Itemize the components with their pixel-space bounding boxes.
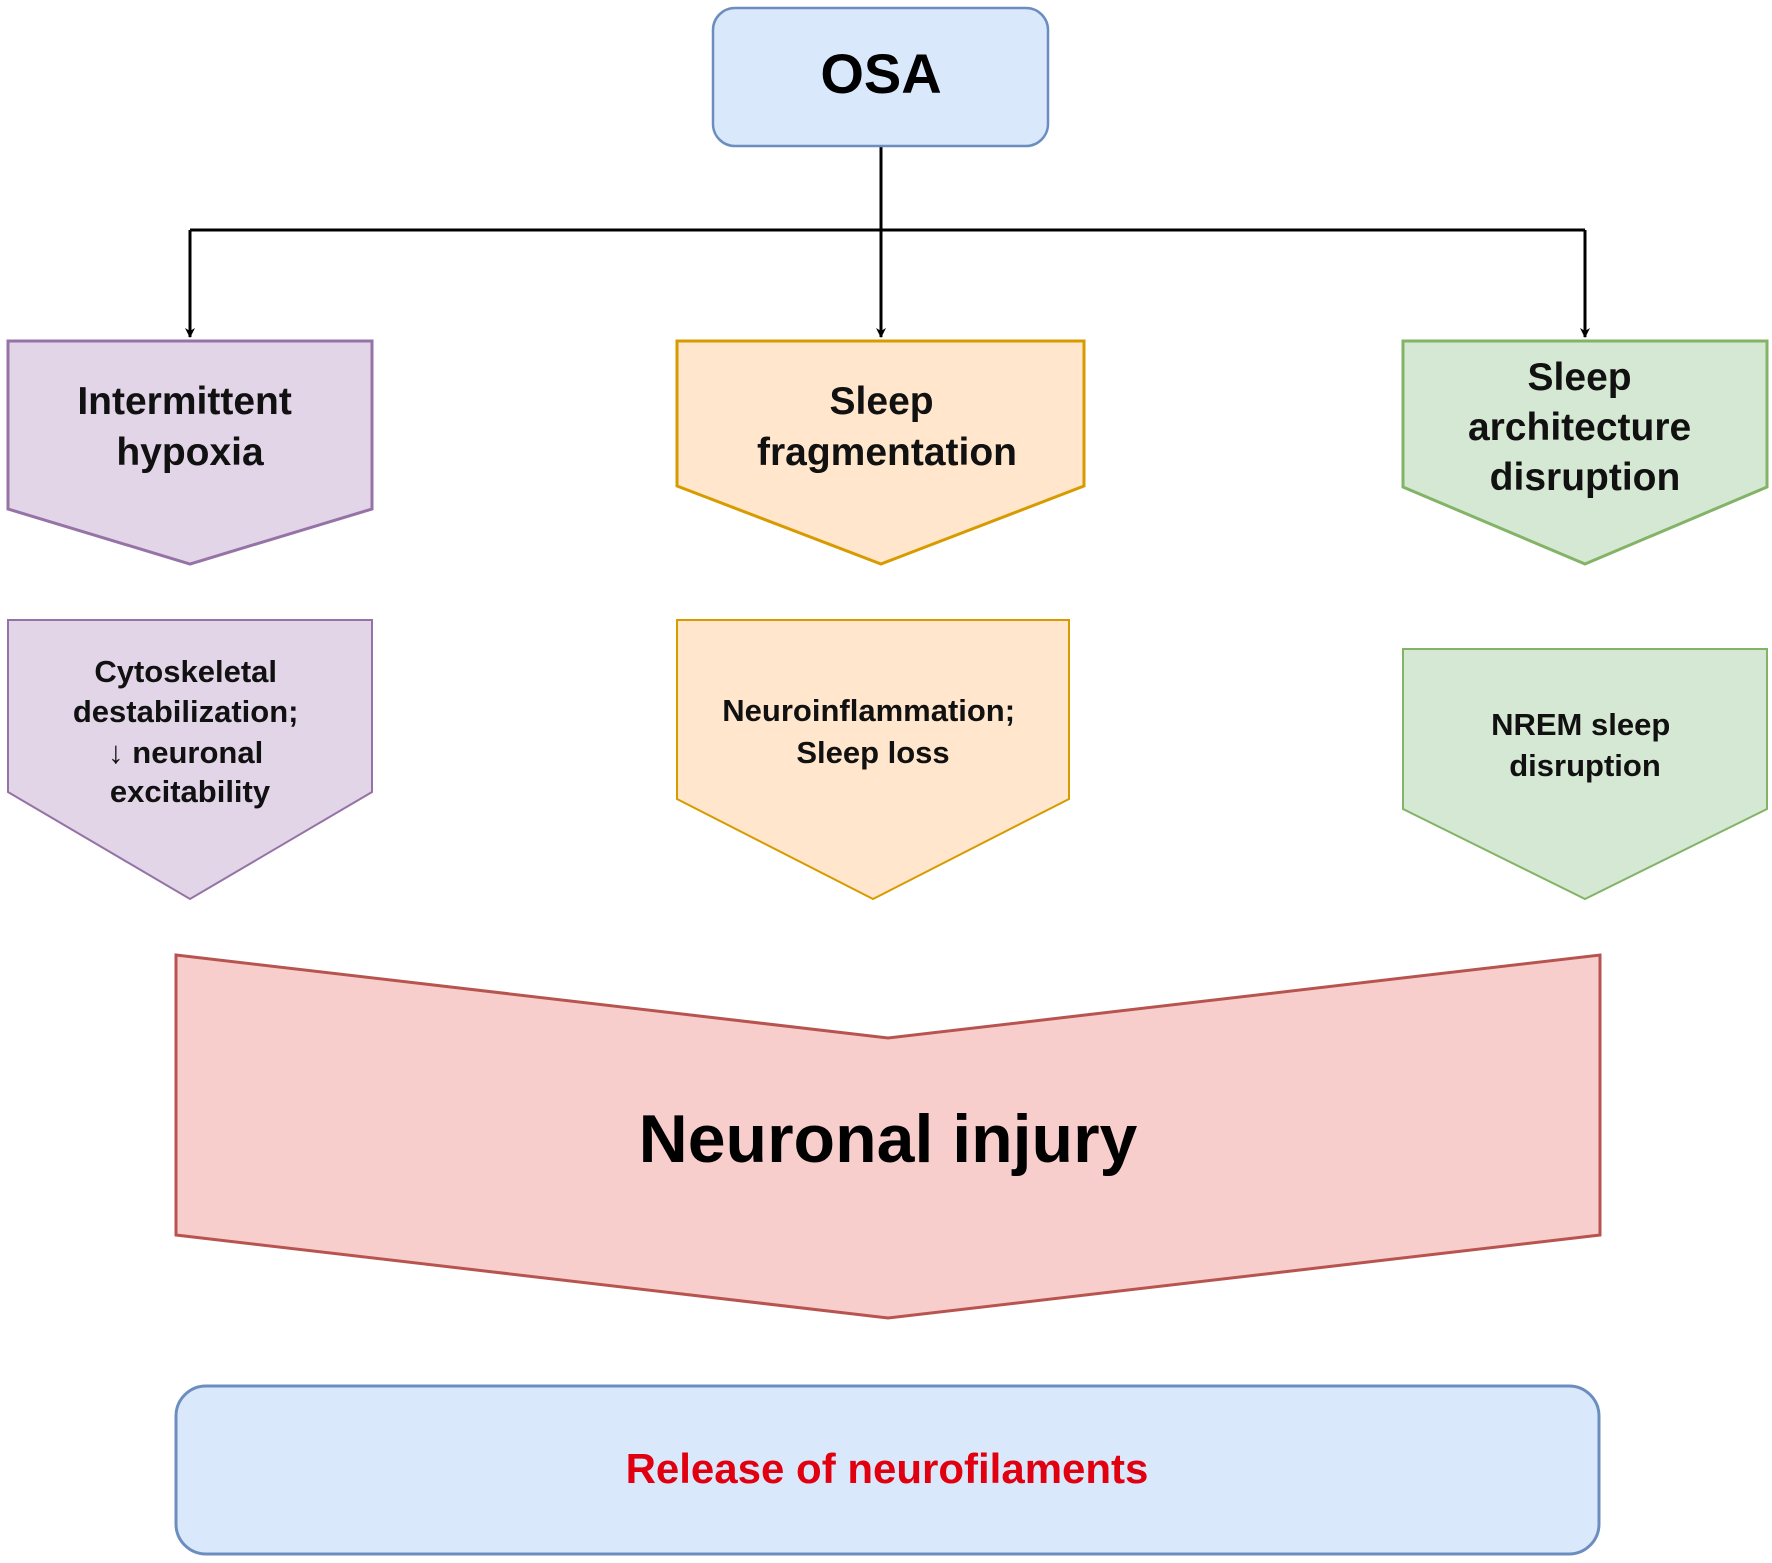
cause-intermittent-hypoxia: Intermittent hypoxia (6, 339, 374, 566)
effect-label-line: Sleep loss (796, 735, 949, 770)
effect-sleep-architecture-disruption: NREM sleep disruption (1402, 648, 1768, 901)
cause-label-line: hypoxia (116, 431, 264, 474)
cause-shape (1401, 339, 1769, 566)
outcome-box (174, 1384, 1601, 1556)
cause-sleep-architecture-disruption: Sleep architecture disruption (1401, 339, 1769, 566)
effect-label-line: NREM sleep (1491, 707, 1670, 742)
root-label: OSA (820, 42, 941, 105)
injury-chevron-shape (174, 953, 1602, 1320)
cause-label: Sleep fragmentation (757, 380, 1017, 474)
cause-label-line: architecture (1468, 406, 1691, 449)
cause-label-line: Sleep (1528, 356, 1632, 399)
effect-label-line: Cytoskeletal (94, 654, 277, 689)
effect-intermittent-hypoxia: Cytoskeletal destabilization; ↓ neuronal… (7, 619, 373, 901)
effect-shape (1402, 648, 1768, 901)
cause-shape (675, 339, 1086, 566)
outcome-node: Release of neurofilaments (174, 1384, 1601, 1556)
effect-label: Neuroinflammation; Sleep loss (722, 693, 1023, 770)
connectors (185, 146, 1590, 338)
cause-label: Intermittent hypoxia (77, 380, 302, 474)
outcome-label: Release of neurofilaments (626, 1445, 1149, 1492)
effect-label-line: Neuroinflammation; (722, 693, 1015, 728)
cause-label-line: Sleep (830, 380, 934, 423)
effect-shape (676, 619, 1070, 901)
root-box (711, 6, 1050, 148)
effect-label: NREM sleep disruption (1491, 707, 1679, 783)
effect-label-line: ↓ neuronal (108, 735, 263, 770)
effect-label: Cytoskeletal destabilization; ↓ neuronal… (73, 654, 307, 809)
cause-sleep-fragmentation: Sleep fragmentation (675, 339, 1086, 566)
cause-label-line: disruption (1490, 456, 1681, 499)
effect-label-line: excitability (110, 774, 271, 809)
injury-node: Neuronal injury (174, 953, 1602, 1320)
effect-shape (7, 619, 373, 901)
cause-shape (6, 339, 374, 566)
root-node: OSA (711, 6, 1050, 148)
effect-label-line: destabilization; (73, 694, 299, 729)
effect-sleep-fragmentation: Neuroinflammation; Sleep loss (676, 619, 1070, 901)
cause-label: Sleep architecture disruption (1468, 356, 1702, 499)
cause-label-line: fragmentation (757, 431, 1017, 474)
injury-label: Neuronal injury (639, 1101, 1138, 1177)
cause-label-line: Intermittent (77, 380, 292, 423)
effect-label-line: disruption (1509, 748, 1661, 783)
